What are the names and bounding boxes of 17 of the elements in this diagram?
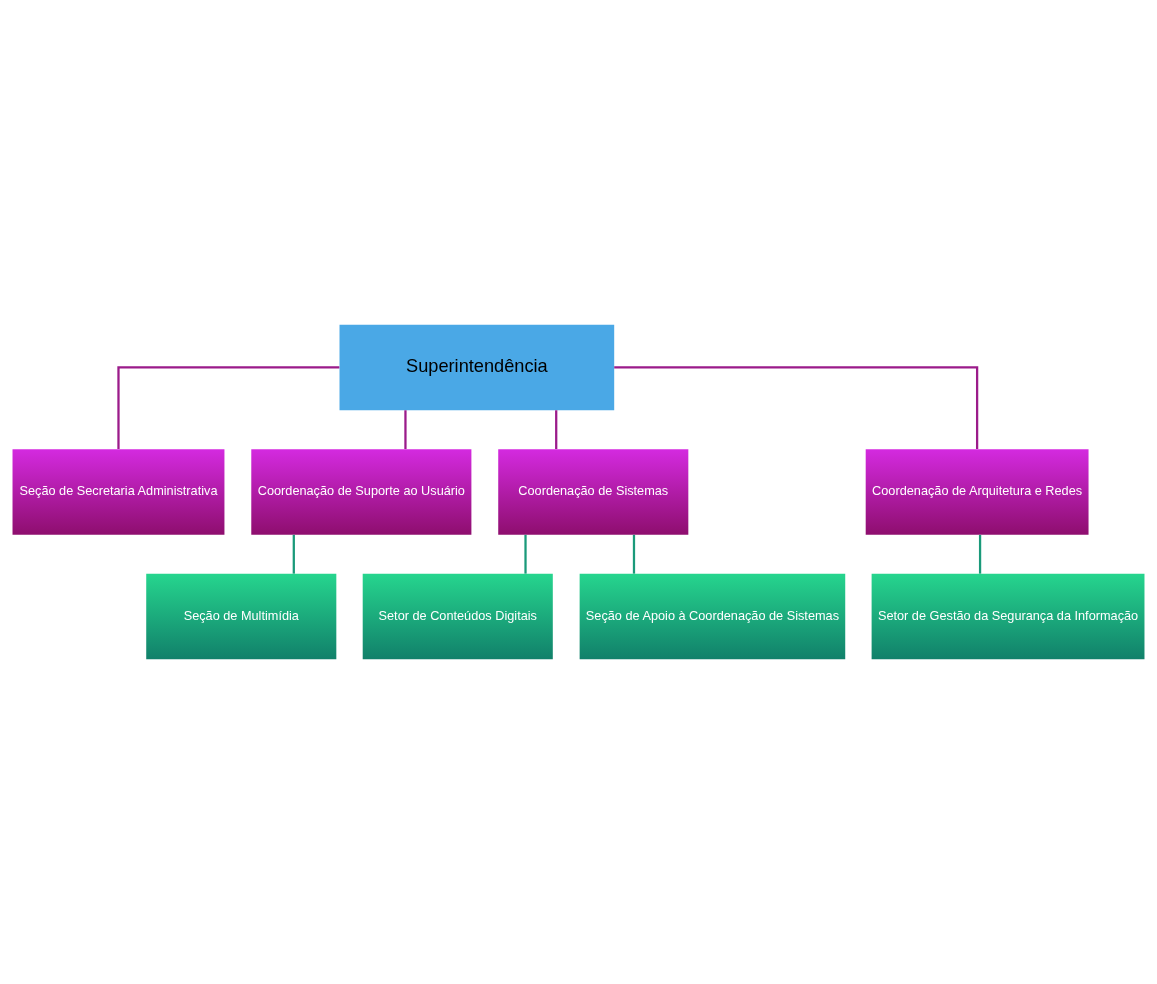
connector: [404, 410, 407, 450]
node-box: Setor de Conteúdos Digitais: [362, 573, 553, 660]
node-box: Coordenação de Sistemas: [498, 449, 689, 535]
connector: [555, 410, 558, 450]
node-box: Seção de Apoio à Coordenação de Sistemas: [579, 573, 846, 660]
connector: [978, 534, 982, 574]
connector: [292, 534, 295, 574]
node-box: Seção de Secretaria Administrativa: [12, 449, 225, 535]
node-box: Seção de Multimídia: [146, 573, 337, 660]
node-box: Setor de Gestão da Segurança da Informação: [871, 573, 1145, 660]
connector: [117, 366, 340, 450]
connector: [632, 534, 636, 574]
node-box: Coordenação de Arquitetura e Redes: [865, 449, 1089, 535]
connector: [524, 534, 527, 574]
node-box: Coordenação de Suporte ao Usuário: [251, 449, 472, 535]
node-box: Superintendência: [339, 324, 615, 411]
connector: [614, 366, 979, 450]
